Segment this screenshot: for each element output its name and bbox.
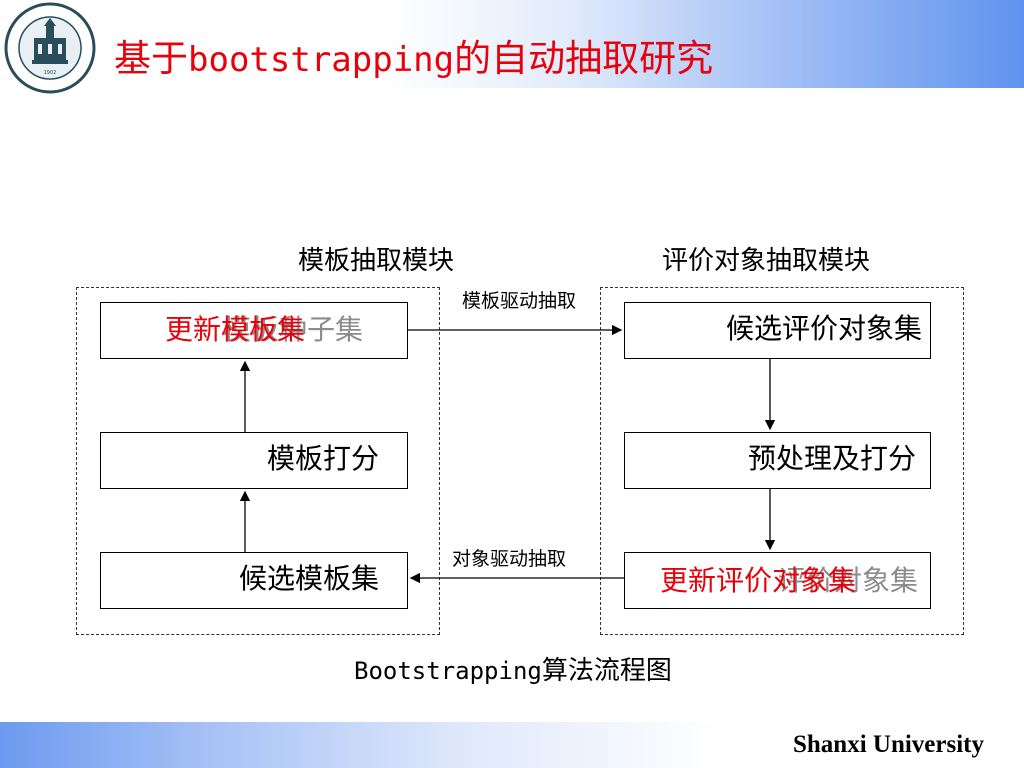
- updated-template-set-label: 更新模板集: [165, 313, 306, 346]
- candidate-template-set-label: 候选模板集: [238, 562, 379, 595]
- right-module-label: 评价对象抽取模块: [662, 246, 871, 276]
- candidate-template-set-box: 候选模板集: [100, 552, 408, 609]
- template-driven-label: 模板驱动抽取: [462, 290, 577, 312]
- diagram-caption: Bootstrapping算法流程图: [354, 658, 672, 684]
- svg-text:1902: 1902: [44, 70, 57, 76]
- caption-keyword: Bootstrapping: [354, 657, 542, 685]
- title-suffix: 的自动抽取研究: [454, 37, 714, 80]
- caption-suffix: 算法流程图: [541, 656, 672, 686]
- template-scoring-label: 模板打分: [266, 442, 379, 475]
- template-set-box: [100, 302, 408, 359]
- title-keyword: bootstrapping: [188, 40, 455, 80]
- left-module-container: [76, 287, 440, 635]
- title-prefix: 基于: [114, 37, 188, 80]
- object-set-box: [624, 552, 931, 609]
- shanxi-university-logo: 1902: [4, 2, 96, 94]
- candidate-object-set-label: 候选评价对象集: [725, 312, 922, 345]
- left-module-label: 模板抽取模块: [298, 246, 455, 276]
- object-driven-label: 对象驱动抽取: [452, 548, 567, 570]
- right-module-container: [600, 287, 964, 635]
- template-seed-set-label: 模板种子集: [223, 313, 364, 346]
- page-title: 基于bootstrapping的自动抽取研究: [114, 40, 713, 77]
- object-set-label: 评价对象集: [778, 564, 919, 597]
- template-scoring-box: 模板打分: [100, 432, 408, 489]
- preprocess-scoring-label: 预处理及打分: [747, 442, 916, 475]
- preprocess-scoring-box: 预处理及打分: [624, 432, 931, 489]
- updated-object-set-label: 更新评价对象集: [660, 564, 857, 597]
- header-bar: [0, 0, 1024, 88]
- footer-university: Shanxi University: [792, 731, 984, 758]
- candidate-object-set-box: 候选评价对象集: [624, 302, 931, 359]
- footer-bar: [0, 722, 1024, 768]
